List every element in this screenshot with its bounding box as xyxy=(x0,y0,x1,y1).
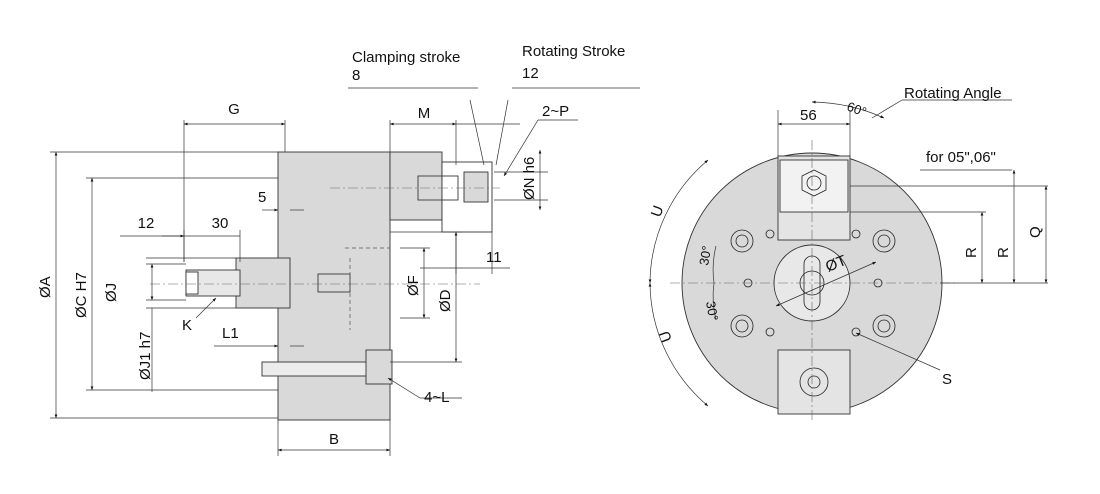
top-clamp-head xyxy=(779,159,849,213)
bottom-clamp-block xyxy=(777,349,851,415)
clamping-stroke-label: Clamping stroke xyxy=(352,49,460,66)
dim-K-label: K xyxy=(182,317,192,334)
dim-D-label: ØD xyxy=(437,289,454,312)
dim-B-label: B xyxy=(329,431,339,448)
side-view: G M Clamping stroke 8 Rotating Stroke 12… xyxy=(37,43,640,456)
dim-L1-label: L1 xyxy=(222,325,239,342)
sizes-note: for 05",06" xyxy=(926,149,996,166)
dim-30-top-label: 30° xyxy=(696,245,714,267)
mounting-hole-ur xyxy=(872,229,896,253)
top-clamp-bolt-hex xyxy=(801,169,827,197)
dim-U-bottom-label: U xyxy=(656,328,676,344)
bolt-head xyxy=(365,349,393,385)
rotating-stroke-value: 12 xyxy=(522,65,539,82)
mounting-hole-lr xyxy=(872,314,896,338)
front-boss xyxy=(235,257,291,309)
dim-56-label: 56 xyxy=(800,107,817,124)
dim-5-label: 5 xyxy=(258,189,266,206)
dim-R2-label: R xyxy=(995,247,1012,258)
front-view: 56 60° Rotating Angle for 05",06" R R Q … xyxy=(648,85,1048,420)
dim-12-label: 12 xyxy=(138,215,155,232)
dim-30-bottom-label: 30° xyxy=(703,300,721,322)
dim-S-label: S xyxy=(942,371,952,388)
rod-tip xyxy=(185,271,199,295)
dim-N-label: ØN h6 xyxy=(521,157,538,200)
dim-A-label: ØA xyxy=(37,276,54,298)
dim-J1-label: ØJ1 h7 xyxy=(137,332,154,380)
clamping-stroke-value: 8 xyxy=(352,67,360,84)
dim-30-label: 30 xyxy=(212,215,229,232)
mounting-hole-ul xyxy=(730,229,754,253)
dim-G-label: G xyxy=(228,101,240,118)
dim-60-label: 60° xyxy=(845,99,869,120)
rotating-angle-label: Rotating Angle xyxy=(904,85,1002,102)
rotating-stroke-label: Rotating Stroke xyxy=(522,43,625,60)
dim-R1-label: R xyxy=(963,247,980,258)
dim-M-label: M xyxy=(418,105,431,122)
dim-T-label: ØT xyxy=(823,252,849,276)
dim-U-top-label: U xyxy=(648,203,668,219)
rear-housing xyxy=(389,151,443,221)
dim-J-label: ØJ xyxy=(103,283,120,302)
dim-C-label: ØC H7 xyxy=(73,272,90,318)
dim-11-label: 11 xyxy=(486,249,502,266)
dim-F-label: ØF xyxy=(405,275,422,296)
dim-2P-label: 2~P xyxy=(542,103,569,120)
mounting-hole-ll xyxy=(730,314,754,338)
rear-screw-head xyxy=(463,171,489,203)
dim-4L-label: 4~L xyxy=(424,389,449,406)
dim-Q-label: Q xyxy=(1027,226,1044,238)
